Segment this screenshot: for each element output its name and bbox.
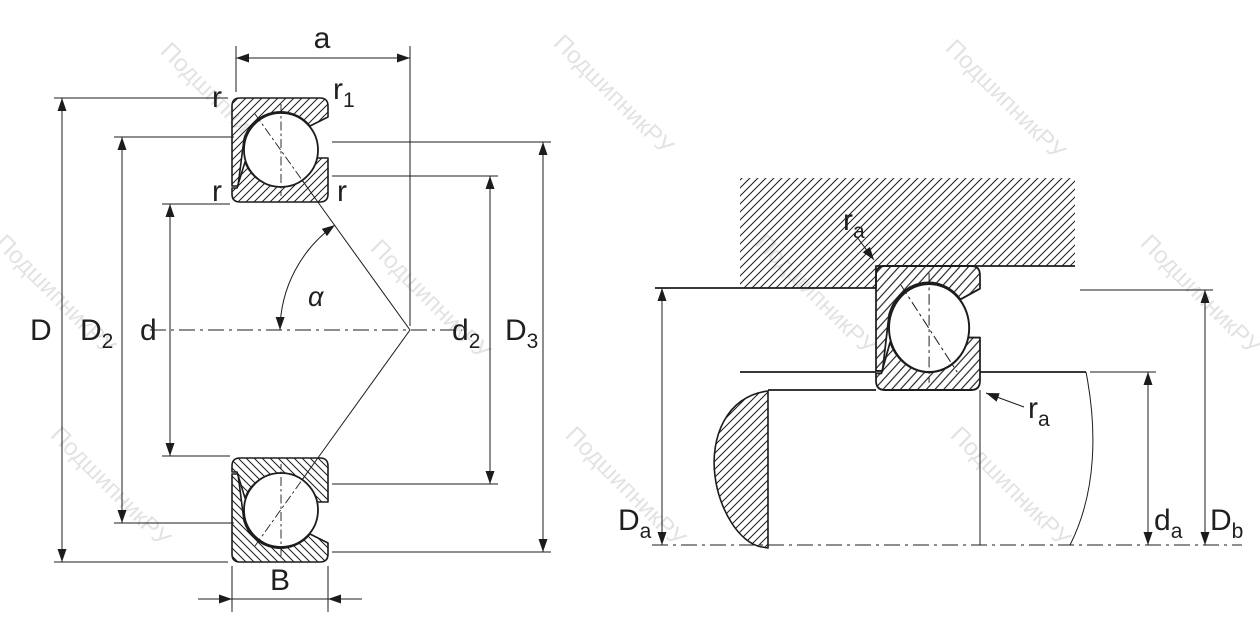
shaft-break-section — [713, 390, 769, 549]
label-Da-base: D — [618, 504, 640, 537]
bearing-cross-section — [231, 97, 329, 203]
dimension-a: a — [235, 22, 411, 326]
watermark: ПодшипникРУ — [1135, 229, 1260, 360]
label-d2-sub: 2 — [469, 330, 481, 353]
dimension-D2: D2 — [80, 136, 234, 524]
dimension-d: d — [140, 203, 230, 457]
bearing-cross-section-mirrored — [231, 457, 329, 563]
label-ra-top: ra — [843, 204, 865, 243]
contact-angle-line — [301, 179, 411, 481]
alpha-angle-arc — [275, 224, 336, 331]
label-ra-bottom: ra — [1028, 392, 1050, 431]
leader-line — [856, 236, 875, 261]
label-Db-sub: b — [1232, 520, 1244, 543]
dimension-Da: Da — [618, 288, 667, 545]
watermark: ПодшипникРУ — [945, 421, 1076, 552]
label-r-mid-right: r — [337, 175, 347, 208]
label-ra-bottom-base: r — [1028, 392, 1038, 425]
housing-section-hatch — [740, 178, 1075, 288]
dimension-D3: D3 — [332, 141, 551, 553]
label-D3-base: D — [505, 314, 527, 347]
label-da: da — [1154, 504, 1183, 543]
label-ra-top-base: r — [843, 204, 853, 237]
label-D2-sub: 2 — [102, 330, 114, 353]
label-Da: Da — [618, 504, 652, 543]
leader-line — [985, 392, 1025, 408]
label-r1: r1 — [333, 73, 355, 112]
watermark: ПодшипникРУ — [548, 29, 679, 160]
label-D2-base: D — [80, 314, 102, 347]
label-D3: D3 — [505, 314, 538, 353]
dimension-Db: Db — [1080, 289, 1243, 545]
label-r1-sub: 1 — [343, 89, 355, 112]
label-r-mid-left: r — [212, 175, 222, 208]
label-Da-sub: a — [640, 520, 652, 543]
label-r1-base: r — [333, 73, 343, 106]
watermark: ПодшипникРУ — [940, 34, 1071, 165]
mounted-bearing-cross-section — [874, 264, 982, 392]
dimension-d2: d2 — [332, 175, 498, 485]
label-D3-sub: 3 — [527, 330, 539, 353]
label-d2: d2 — [452, 314, 480, 353]
left-diagram: α a D D2 d — [30, 22, 551, 612]
label-D: D — [30, 314, 52, 347]
label-alpha: α — [308, 282, 325, 312]
label-B: B — [270, 564, 290, 597]
label-d: d — [140, 314, 157, 347]
label-da-base: d — [1154, 504, 1171, 537]
label-Db: Db — [1210, 504, 1243, 543]
label-da-sub: a — [1171, 520, 1183, 543]
callout-ra-top: ra — [843, 204, 875, 261]
label-D2: D2 — [80, 314, 113, 353]
shaft-break-line — [1069, 371, 1094, 546]
label-Db-base: D — [1210, 504, 1232, 537]
dimension-da: da — [1090, 371, 1183, 545]
label-ra-bottom-sub: a — [1038, 408, 1050, 431]
ball-axis-diagonal — [254, 113, 308, 188]
label-a: a — [314, 22, 331, 55]
label-d2-base: d — [452, 314, 469, 347]
dimension-B: B — [198, 564, 362, 612]
label-r-top-left: r — [212, 81, 222, 114]
right-diagram: ra ra Da da Db — [618, 178, 1243, 549]
dimension-D: D — [30, 97, 228, 563]
callout-ra-bottom: ra — [985, 392, 1050, 431]
watermarks: ПодшипникРУ ПодшипникРУ ПодшипникРУ Подш… — [0, 29, 1260, 552]
watermark: ПодшипникРУ — [45, 421, 176, 552]
label-ra-top-sub: a — [853, 220, 865, 243]
